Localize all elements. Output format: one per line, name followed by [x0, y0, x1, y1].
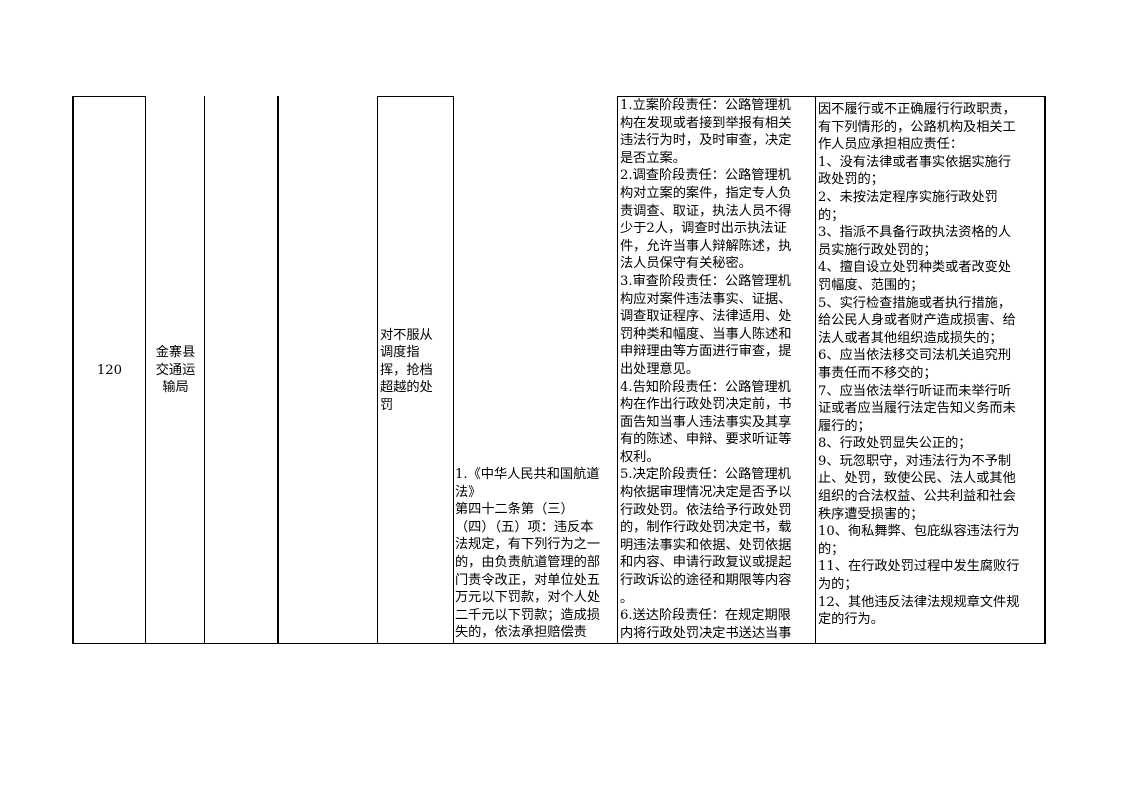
- accountability-cell: 因不履行或不正确履行行政职责， 有下列情形的，公路机构及相关工 作人员应承担相应…: [818, 101, 1044, 643]
- table-border-right: [1044, 96, 1046, 644]
- column-divider-7: [815, 96, 817, 644]
- column-divider-3: [277, 96, 279, 644]
- legal-basis-cell: 1.《中华人民共和国航道 法》 第四十二条第（三） （四）（五）项：违反本 法规…: [455, 466, 617, 643]
- responsibility-cell: 1.立案阶段责任：公路管理机 构在发现或者接到举报有相关 违法行为时，及时审查，…: [620, 97, 815, 643]
- table-border-top-item: [377, 96, 454, 98]
- column-divider-2: [204, 96, 206, 644]
- column-divider-5: [453, 96, 455, 644]
- item-name-cell: 对不服从 调度指 挥，抢档 超越的处 罚: [380, 98, 453, 643]
- responsibility-text: 1.立案阶段责任：公路管理机 构在发现或者接到举报有相关 违法行为时，及时审查，…: [620, 98, 792, 641]
- table-border-top-resp: [617, 96, 1045, 98]
- table-border-top: [72, 96, 146, 98]
- table-border-bottom: [72, 643, 1046, 645]
- column-divider-6: [617, 96, 619, 644]
- column-divider-4: [377, 96, 379, 644]
- department-cell: 金寨县 交通运 输局: [147, 98, 204, 643]
- item-name-text: 对不服从 调度指 挥，抢档 超越的处 罚: [380, 327, 433, 413]
- table-border-left: [72, 96, 74, 644]
- department-text: 金寨县 交通运 输局: [155, 345, 196, 396]
- column-divider-1: [145, 96, 147, 644]
- legal-basis-text: 1.《中华人民共和国航道 法》 第四十二条第（三） （四）（五）项：违反本 法规…: [455, 467, 601, 641]
- row-number: 120: [74, 98, 145, 643]
- row-number-text: 120: [96, 362, 123, 378]
- accountability-text: 因不履行或不正确履行行政职责， 有下列情形的，公路机构及相关工 作人员应承担相应…: [818, 102, 1020, 628]
